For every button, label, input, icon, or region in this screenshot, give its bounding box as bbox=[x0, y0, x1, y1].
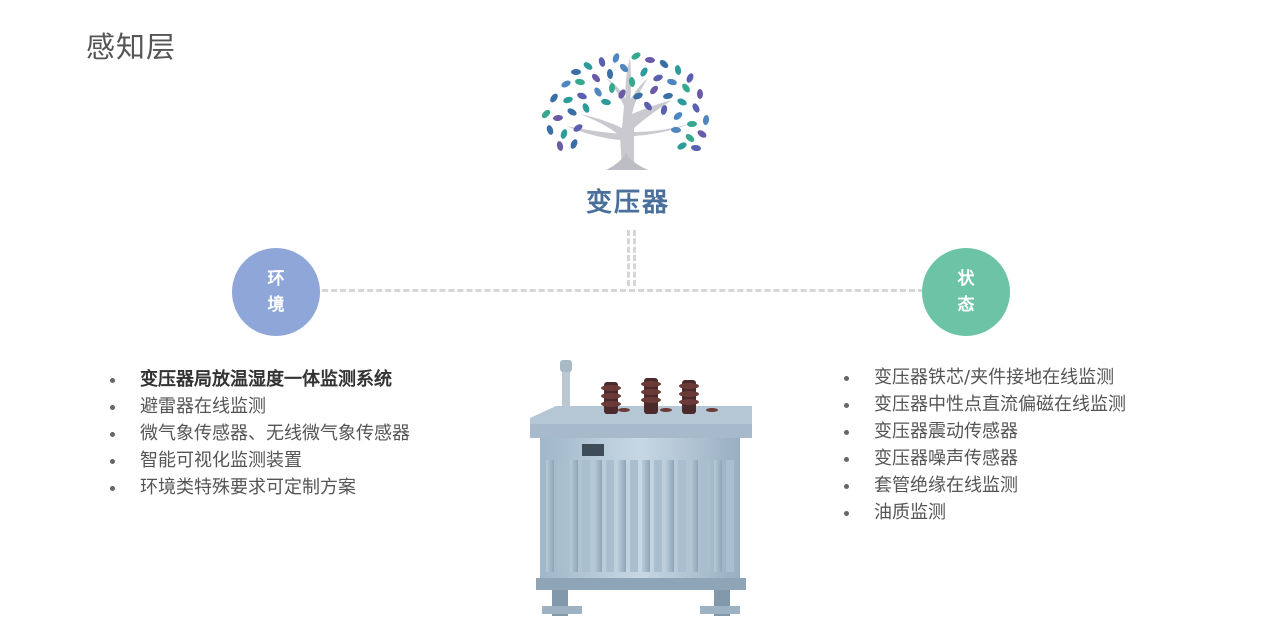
leaf-shape bbox=[582, 103, 590, 113]
leaf-shape bbox=[667, 78, 677, 86]
leaf-shape bbox=[692, 103, 700, 113]
page-title: 感知层 bbox=[86, 30, 177, 64]
leaf-shape bbox=[560, 129, 568, 139]
leaf-shape bbox=[570, 139, 578, 149]
list-item: 变压器铁芯/夹件接地在线监测 bbox=[842, 364, 1126, 391]
radiator-fin bbox=[654, 460, 662, 572]
leaf-shape bbox=[674, 65, 682, 75]
leaf-shape bbox=[663, 92, 673, 100]
status-circle-line1: 状 bbox=[957, 269, 975, 289]
leaf-shape bbox=[653, 74, 663, 82]
leaf-shape bbox=[673, 112, 683, 120]
leaf-shape bbox=[583, 62, 593, 70]
leaf-shape bbox=[546, 125, 554, 135]
environment-list: 变压器局放温湿度一体监测系统 避雷器在线监测 微气象传感器、无线微气象传感器 智… bbox=[108, 366, 410, 501]
leaf-shape bbox=[573, 124, 583, 132]
radiator-fin bbox=[558, 460, 566, 572]
leaf-shape bbox=[659, 59, 669, 69]
connector-vertical bbox=[633, 230, 636, 286]
leaf-shape bbox=[556, 141, 564, 151]
center-label: 变压器 bbox=[585, 188, 670, 218]
leaf-shape bbox=[591, 73, 601, 83]
leaf-shape bbox=[645, 56, 655, 64]
radiator-fin bbox=[618, 460, 626, 572]
leaf-shape bbox=[598, 57, 606, 67]
radiator-fin bbox=[666, 460, 674, 572]
leaf-shape bbox=[608, 83, 616, 93]
transformer-image bbox=[530, 360, 752, 616]
leaf-shape bbox=[594, 87, 602, 97]
leaf-shape bbox=[631, 52, 641, 60]
leaf-shape bbox=[550, 93, 558, 103]
list-item: 环境类特殊要求可定制方案 bbox=[108, 474, 410, 501]
list-item: 油质监测 bbox=[842, 499, 1126, 526]
list-item: 变压器噪声传感器 bbox=[842, 445, 1126, 472]
leaf-shape bbox=[697, 130, 707, 138]
leaf-shape bbox=[644, 101, 652, 111]
list-item: 微气象传感器、无线微气象传感器 bbox=[108, 420, 410, 447]
leaf-shape bbox=[601, 98, 611, 106]
radiator-fin bbox=[678, 460, 686, 572]
leaf-shape bbox=[561, 80, 571, 88]
radiator-fin bbox=[546, 460, 554, 572]
leaf-shape bbox=[677, 142, 687, 150]
leaf-shape bbox=[682, 83, 690, 93]
leaf-shape bbox=[571, 69, 581, 75]
leaf-shape bbox=[640, 67, 648, 77]
leaf-shape bbox=[541, 109, 551, 119]
environment-circle-line2: 境 bbox=[267, 295, 285, 315]
leaf-shape bbox=[567, 108, 577, 116]
status-list: 变压器铁芯/夹件接地在线监测 变压器中性点直流偏磁在线监测 变压器震动传感器 变… bbox=[842, 364, 1126, 526]
radiator-fin bbox=[690, 460, 698, 572]
leaf-shape bbox=[686, 73, 694, 83]
radiator-fin bbox=[630, 460, 638, 572]
radiator-fin bbox=[582, 460, 590, 572]
leaf-shape bbox=[618, 89, 626, 99]
radiator-fin bbox=[606, 460, 614, 572]
leaf-shape bbox=[650, 85, 658, 95]
leaf-shape bbox=[687, 120, 697, 128]
radiator-fin bbox=[726, 460, 734, 572]
radiator-fin bbox=[570, 460, 578, 572]
list-item: 避雷器在线监测 bbox=[108, 393, 410, 420]
tree-logo-icon bbox=[541, 52, 710, 170]
status-circle: 状 态 bbox=[922, 248, 1010, 336]
list-item: 变压器中性点直流偏磁在线监测 bbox=[842, 391, 1126, 418]
radiator-fin bbox=[714, 460, 722, 572]
environment-circle-line1: 环 bbox=[267, 269, 285, 289]
status-circle-line2: 态 bbox=[957, 295, 975, 315]
leaf-shape bbox=[696, 89, 704, 99]
leaf-shape bbox=[685, 134, 695, 142]
list-item: 变压器震动传感器 bbox=[842, 418, 1126, 445]
leaf-shape bbox=[628, 77, 636, 87]
environment-circle: 环 境 bbox=[232, 248, 320, 336]
leaf-shape bbox=[671, 126, 681, 134]
radiator-fin bbox=[702, 460, 710, 572]
leaf-shape bbox=[563, 96, 573, 104]
radiator-fin bbox=[594, 460, 602, 572]
list-item: 套管绝缘在线监测 bbox=[842, 472, 1126, 499]
leaf-shape bbox=[660, 105, 668, 115]
connector-vertical bbox=[627, 230, 630, 286]
leaf-shape bbox=[553, 114, 563, 122]
leaf-shape bbox=[633, 92, 643, 100]
list-item: 变压器局放温湿度一体监测系统 bbox=[108, 366, 410, 393]
leaf-shape bbox=[606, 69, 614, 79]
leaf-shape bbox=[619, 63, 629, 73]
leaf-shape bbox=[691, 144, 701, 152]
list-item: 智能可视化监测装置 bbox=[108, 447, 410, 474]
leaf-shape bbox=[612, 53, 620, 63]
radiator-fin bbox=[642, 460, 650, 572]
connector-horizontal bbox=[322, 289, 924, 292]
leaf-shape bbox=[677, 98, 687, 106]
leaf-shape bbox=[702, 115, 710, 125]
leaf-shape bbox=[575, 78, 585, 86]
leaf-shape bbox=[577, 92, 587, 100]
